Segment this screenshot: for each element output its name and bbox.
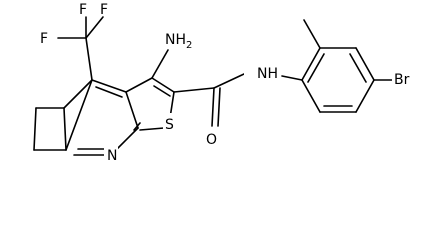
atom-labels: F F F NH2 NH N S O Br xyxy=(40,2,416,164)
bond-py-3 xyxy=(115,127,139,151)
bond-th-2 xyxy=(151,77,175,93)
bond-ar-6 xyxy=(301,79,321,113)
atom-s-bg xyxy=(163,113,177,131)
bond-th-4 xyxy=(139,127,165,131)
molecule-canvas: F F F NH2 NH N S O Br xyxy=(33,2,416,164)
bond-c-nh2 xyxy=(151,49,169,79)
bond-c-o-2 xyxy=(217,87,221,127)
bond-nh-aryl xyxy=(281,75,303,81)
bond-c-nh xyxy=(213,73,245,89)
bond-cp-3 xyxy=(33,107,37,151)
atom-f1: F xyxy=(40,31,48,47)
bond-py-5 xyxy=(65,79,93,151)
bond-th-4b xyxy=(133,122,141,131)
atom-nh: NH xyxy=(257,66,278,82)
bond-ar-4 xyxy=(355,79,375,113)
atom-f2: F xyxy=(79,2,87,18)
atom-o: O xyxy=(206,132,217,148)
bond-c-o-1 xyxy=(211,87,215,127)
bond-cp-5 xyxy=(63,107,67,151)
bond-c-amide xyxy=(173,87,215,93)
atom-s-ring: S xyxy=(165,117,174,133)
bond-th-2b xyxy=(153,85,171,97)
bond-ar-1b xyxy=(307,53,325,83)
bond-cf3-ring xyxy=(85,37,93,81)
bond-methyl xyxy=(303,19,321,49)
bond-ar-3b xyxy=(349,53,367,83)
atom-nh2-main: NH xyxy=(165,32,186,48)
atom-f3: F xyxy=(100,2,108,18)
bond-py-2 xyxy=(125,91,139,129)
atom-n-ring: N xyxy=(107,148,117,164)
bond-ar-1 xyxy=(301,47,321,81)
atom-nh2: NH2 xyxy=(165,32,192,51)
bond-py-1 xyxy=(91,79,127,93)
structure-diagram: F F F NH2 NH N S O Br xyxy=(33,2,416,164)
atom-br: Br xyxy=(394,72,410,88)
atom-nh-bg xyxy=(244,62,278,82)
atom-br-bg xyxy=(392,68,416,88)
bonds xyxy=(33,16,395,156)
atom-n-bg xyxy=(104,144,118,162)
bond-py-1b xyxy=(95,86,123,98)
bond-th-1 xyxy=(125,77,153,93)
bond-cp-1 xyxy=(63,79,93,109)
bond-ar-3 xyxy=(355,47,375,81)
atom-nh2-subscript: 2 xyxy=(186,40,192,51)
bond-c-f3 xyxy=(85,16,104,39)
